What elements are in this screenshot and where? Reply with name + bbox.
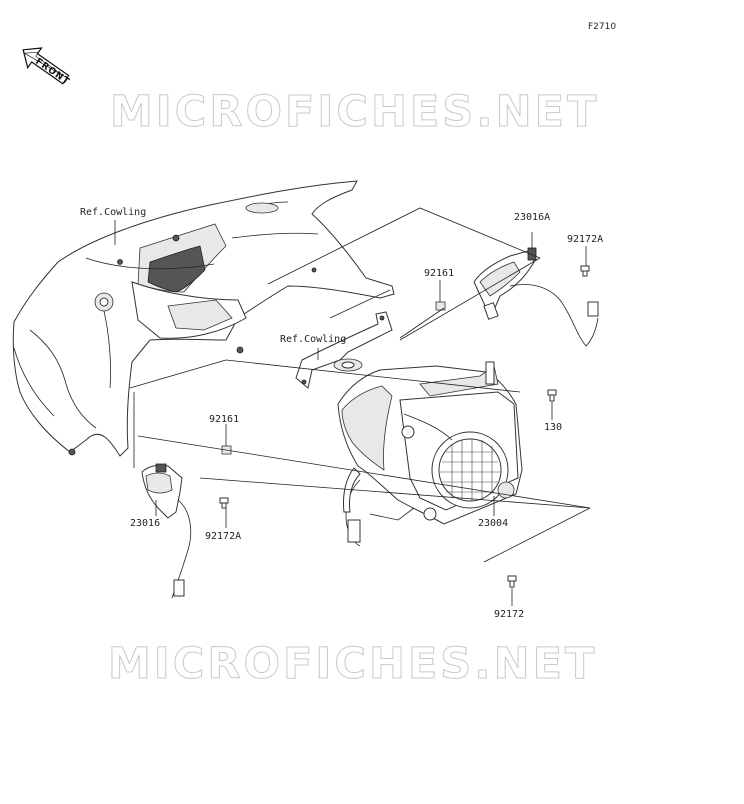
label-23016: 23016 — [130, 518, 161, 529]
bolt-130 — [547, 389, 557, 402]
label-ref-cowling-mid: Ref.Cowling — [280, 334, 347, 345]
grommet-92161-upper — [435, 301, 446, 311]
label-130: 130 — [544, 422, 563, 433]
cowling-drawing — [12, 180, 395, 457]
turn-signal-right-drawing — [473, 247, 599, 347]
figure-code: F2710 — [588, 22, 617, 32]
screw-92172A-lower — [219, 497, 229, 509]
label-ref-cowling-top: Ref.Cowling — [80, 207, 147, 218]
headlight-lens-mesh — [440, 439, 500, 501]
label-92161-bottom: 92161 — [209, 414, 240, 425]
label-23004: 23004 — [478, 518, 509, 529]
watermark-top: MICROFICHES.NET — [109, 87, 600, 137]
front-label: FRONT — [33, 57, 71, 88]
label-92172: 92172 — [494, 609, 525, 620]
front-arrow-icon: FRONT — [22, 47, 71, 88]
screw-92172 — [507, 575, 517, 588]
headlight-drawing — [337, 361, 523, 547]
label-92172A-top: 92172A — [567, 234, 604, 245]
label-23016A: 23016A — [514, 212, 551, 223]
watermark-bottom: MICROFICHES.NET — [107, 639, 598, 689]
bracket-drawing — [295, 311, 393, 389]
label-92172A-bottom: 92172A — [205, 531, 242, 542]
turn-signal-left-drawing — [141, 463, 192, 599]
screw-92172A-upper — [580, 265, 590, 277]
label-92161-top: 92161 — [424, 268, 455, 279]
leader-lines — [114, 207, 591, 606]
